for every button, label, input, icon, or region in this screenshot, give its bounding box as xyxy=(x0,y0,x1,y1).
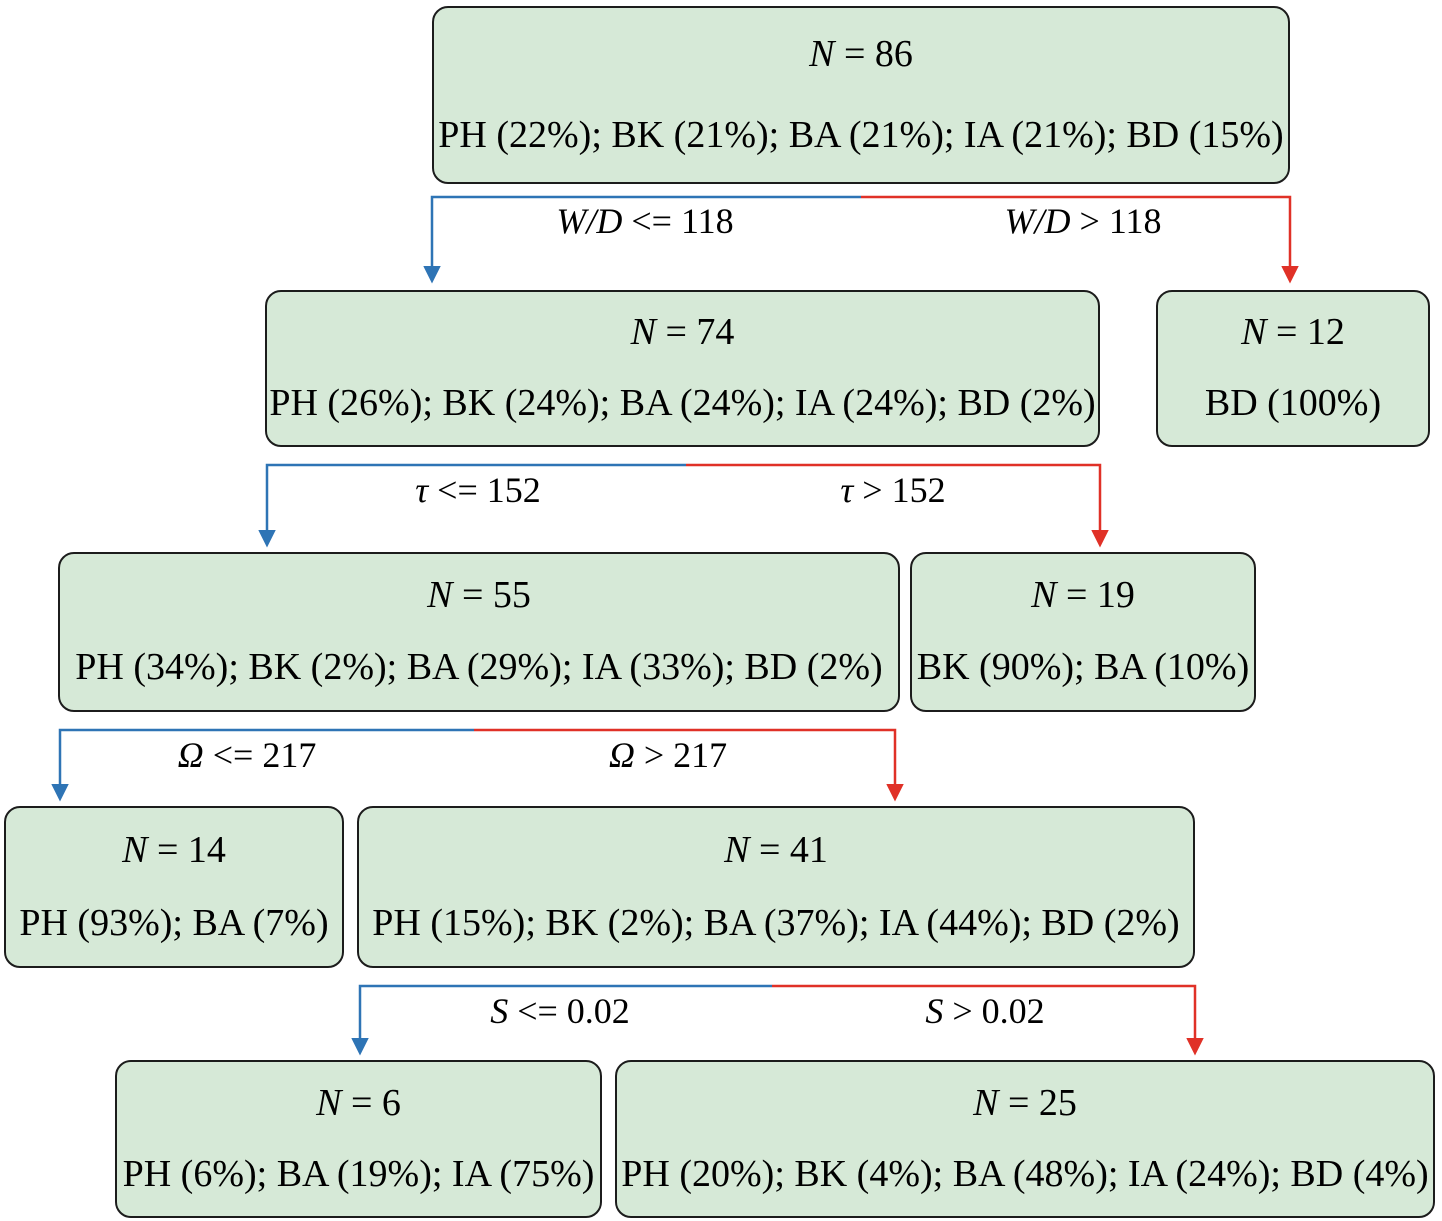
tree-node-n19: N = 19 BK (90%); BA (10%) xyxy=(910,552,1256,712)
node-size: N = 12 xyxy=(1241,311,1345,354)
tree-node-n12: N = 12 BD (100%) xyxy=(1156,290,1430,447)
node-size: N = 55 xyxy=(427,574,531,617)
class-distribution: PH (6%); BA (19%); IA (75%) xyxy=(122,1152,595,1195)
tree-node-n41: N = 41 PH (15%); BK (2%); BA (37%); IA (… xyxy=(357,806,1195,968)
node-size: N = 86 xyxy=(809,32,913,75)
class-distribution: BD (100%) xyxy=(1204,381,1382,424)
split-label-tau-le: τ <= 152 xyxy=(415,470,541,510)
class-distribution: PH (15%); BK (2%); BA (37%); IA (44%); B… xyxy=(372,901,1180,944)
class-distribution: PH (20%); BK (4%); BA (48%); IA (24%); B… xyxy=(621,1152,1429,1195)
split-label-omega-le: Ω <= 217 xyxy=(177,735,317,775)
node-size: N = 74 xyxy=(630,311,735,354)
class-distribution: PH (34%); BK (2%); BA (29%); IA (33%); B… xyxy=(75,646,883,689)
tree-node-n25: N = 25 PH (20%); BK (4%); BA (48%); IA (… xyxy=(615,1060,1435,1218)
split-label-tau-gt: τ > 152 xyxy=(840,470,946,510)
split-label-s-gt: S > 0.02 xyxy=(925,991,1045,1031)
split-label-wd-le: W/D <= 118 xyxy=(556,201,734,241)
branch-right-arrow-level2 xyxy=(686,463,1109,548)
branch-left-arrow-level1 xyxy=(423,195,861,284)
tree-node-n55: N = 55 PH (34%); BK (2%); BA (29%); IA (… xyxy=(58,552,900,712)
branch-left-arrow-level3 xyxy=(51,728,474,802)
node-size: N = 6 xyxy=(316,1081,401,1124)
tree-node-n74: N = 74 PH (26%); BK (24%); BA (24%); IA … xyxy=(265,290,1100,447)
node-size: N = 41 xyxy=(724,828,828,871)
node-size: N = 19 xyxy=(1031,574,1135,617)
tree-node-root: N = 86 PH (22%); BK (21%); BA (21%); IA … xyxy=(432,6,1290,184)
split-label-wd-gt: W/D > 118 xyxy=(1004,201,1162,241)
tree-node-n6: N = 6 PH (6%); BA (19%); IA (75%) xyxy=(115,1060,602,1218)
branch-right-arrow-level1 xyxy=(861,195,1299,284)
node-size: N = 14 xyxy=(122,828,226,871)
class-distribution: PH (26%); BK (24%); BA (24%); IA (24%); … xyxy=(269,381,1096,424)
node-size: N = 25 xyxy=(973,1081,1077,1124)
branch-left-arrow-level4 xyxy=(351,984,772,1056)
branch-right-arrow-level4 xyxy=(772,984,1204,1056)
branch-left-arrow-level2 xyxy=(258,463,686,548)
class-distribution: PH (22%); BK (21%); BA (21%); IA (21%); … xyxy=(438,113,1284,156)
branch-right-arrow-level3 xyxy=(474,728,904,802)
class-distribution: BK (90%); BA (10%) xyxy=(916,646,1250,689)
split-label-s-le: S <= 0.02 xyxy=(490,991,630,1031)
split-label-omega-gt: Ω > 217 xyxy=(608,735,728,775)
class-distribution: PH (93%); BA (7%) xyxy=(19,901,329,944)
tree-node-n14: N = 14 PH (93%); BA (7%) xyxy=(4,806,344,968)
